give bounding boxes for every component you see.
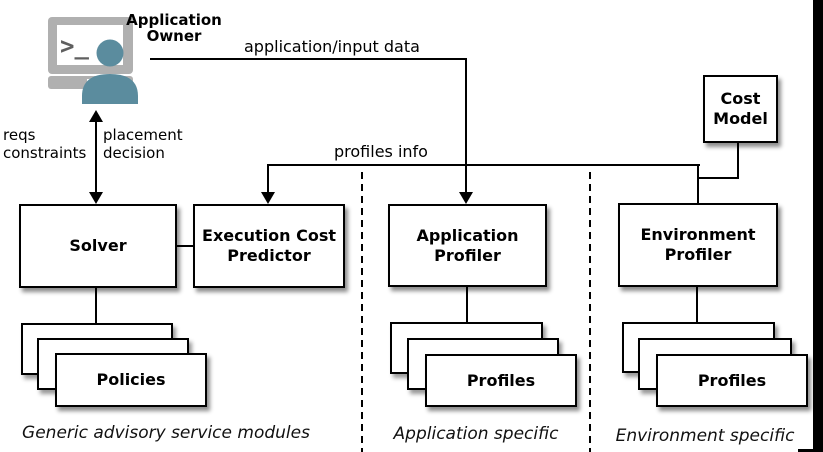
- edge-cost-model-h: [697, 177, 739, 179]
- edge-label-application-input-data: application/input data: [244, 37, 420, 56]
- stack-env-profiles-front: Profiles: [656, 354, 808, 407]
- edge-profiles-info-h: [267, 164, 700, 166]
- terminal-prompt: >_: [60, 32, 89, 60]
- right-black-bar: [813, 0, 823, 452]
- arrowhead-into-solver: [89, 192, 103, 204]
- edge-environment-profiler-profiles: [696, 287, 698, 322]
- arrowhead-into-execution-cost-predictor: [261, 192, 275, 204]
- edge-label-placement-decision: placement decision: [103, 126, 183, 162]
- application-owner-icon: >_: [48, 17, 138, 104]
- edge-application-input-data-h: [150, 58, 467, 60]
- section-label-application: Application specific: [393, 424, 559, 444]
- user-silhouette-icon: [82, 39, 138, 104]
- edge-profiles-info-right-v: [697, 164, 699, 205]
- divider-dashed-left: [361, 172, 363, 452]
- edge-solver-predictor: [177, 245, 193, 247]
- box-execution-cost-predictor: Execution Cost Predictor: [193, 204, 345, 288]
- edge-application-input-data-v: [465, 58, 467, 194]
- box-cost-model: Cost Model: [703, 75, 778, 143]
- edge-application-profiler-profiles: [466, 287, 468, 322]
- stack-policies-front: Policies: [55, 353, 207, 407]
- box-application-profiler: Application Profiler: [388, 204, 547, 287]
- divider-dashed-right: [589, 172, 591, 452]
- edge-solver-policies: [95, 288, 97, 323]
- edge-label-profiles-info: profiles info: [334, 142, 428, 161]
- edge-cost-model-v: [737, 143, 739, 179]
- section-label-generic: Generic advisory service modules: [22, 423, 310, 443]
- edge-owner-solver-shaft: [95, 118, 97, 196]
- stack-app-profiles-front: Profiles: [425, 354, 577, 407]
- box-environment-profiler: Environment Profiler: [618, 203, 778, 287]
- edge-profiles-info-left-v: [267, 164, 269, 192]
- section-label-environment: Environment specific: [615, 426, 795, 446]
- application-owner-label: Application Owner: [126, 11, 222, 45]
- bottom-right-black-strip: [798, 449, 823, 452]
- box-solver: Solver: [19, 204, 177, 288]
- arrowhead-into-application-profiler: [459, 192, 473, 204]
- arrowhead-toward-owner: [89, 110, 103, 122]
- edge-label-reqs-constraints: reqs constraints: [3, 126, 87, 162]
